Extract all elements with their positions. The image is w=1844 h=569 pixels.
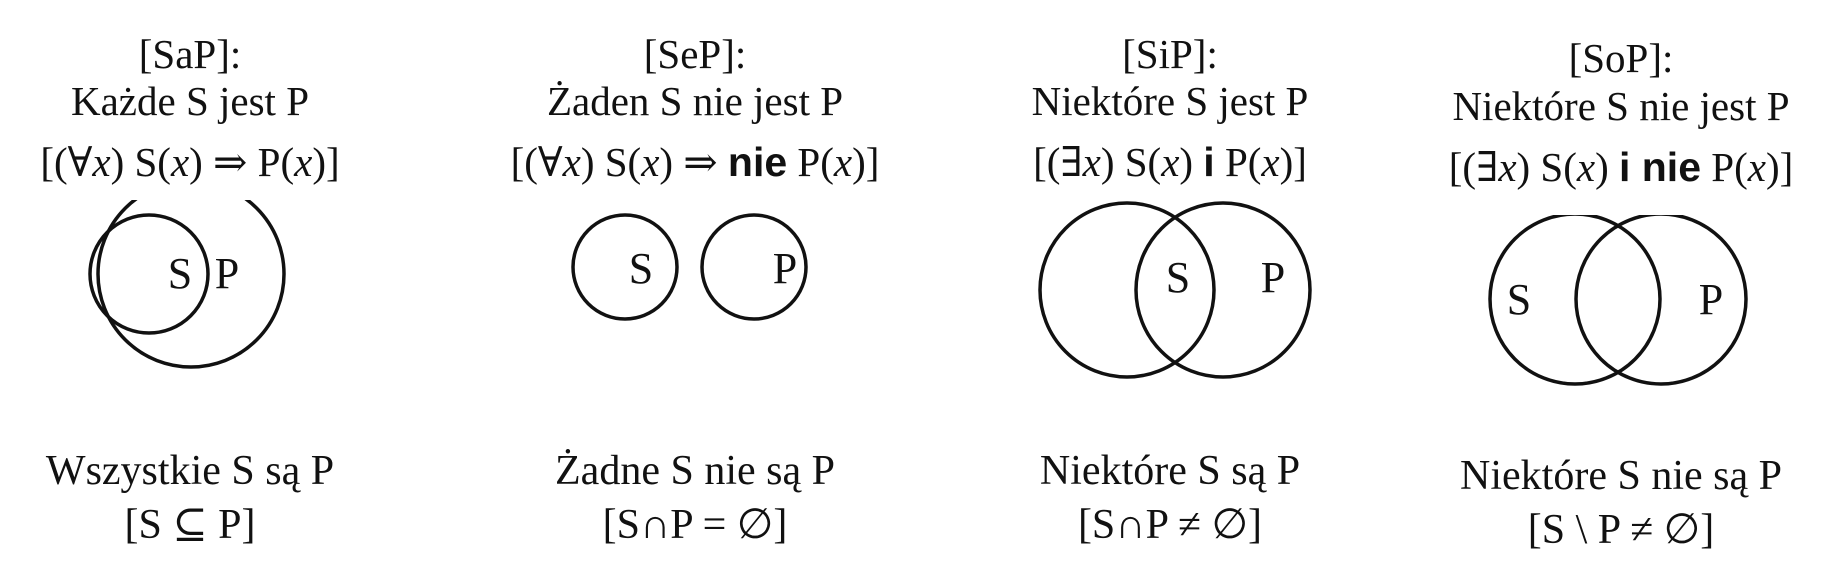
- quantifier-symbol: ∀: [67, 139, 93, 185]
- set-expression: [S \ P ≠ ∅]: [1527, 507, 1715, 553]
- formula-variable: x: [1747, 144, 1766, 190]
- proposition-code: [SeP]:: [643, 31, 747, 77]
- formula-open: [(: [1033, 139, 1061, 185]
- circle-s: [571, 213, 679, 321]
- formula-part: ) ⇒: [659, 139, 728, 185]
- formula-open: [(: [1448, 144, 1477, 190]
- caption: Niektóre S nie są P: [1460, 453, 1782, 499]
- circle-s: [1488, 215, 1662, 386]
- formula-variable: x: [1161, 139, 1180, 185]
- panel-sip: [SiP]: Niektóre S jest P [(∃x) S(x) i P(…: [940, 0, 1400, 569]
- quantifier-symbol: ∀: [537, 139, 563, 185]
- set-expression: [S∩P ≠ ∅]: [1077, 502, 1263, 548]
- proposition-sentence: Niektóre S jest P: [1031, 78, 1309, 124]
- set-expression: [S∩P = ∅]: [602, 502, 788, 548]
- label-p: P: [773, 244, 797, 293]
- logic-formula: [(∀x) S(x) ⇒ P(x)]: [0, 138, 420, 186]
- formula-part: P(: [787, 139, 834, 185]
- circle-p: [1134, 201, 1312, 379]
- formula-part: ) S(: [1516, 144, 1577, 190]
- formula-variable: x: [562, 139, 581, 185]
- logic-formula: [(∃x) S(x) i nie P(x)]: [1398, 143, 1844, 191]
- proposition-code: [SoP]:: [1568, 35, 1674, 81]
- euler-diagram-sop: S P: [1488, 215, 1748, 386]
- formula-connective: nie: [727, 139, 788, 185]
- formula-part: P(: [257, 139, 295, 185]
- label-s: S: [1166, 253, 1190, 302]
- circle-s: [88, 213, 210, 335]
- caption: Żadne S nie są P: [555, 448, 835, 494]
- circle-p: [1574, 215, 1748, 386]
- formula-open: [(: [40, 139, 68, 185]
- euler-diagram-sap: S P: [88, 200, 286, 369]
- proposition-code: [SaP]:: [138, 31, 242, 77]
- formula-close: )]: [312, 139, 340, 185]
- proposition-sentence: Każde S jest P: [71, 78, 309, 124]
- panel-sap: [SaP]: Każde S jest P [(∀x) S(x) ⇒ P(x)]…: [0, 0, 420, 569]
- formula-close: )]: [852, 139, 880, 185]
- caption: Wszystkie S są P: [45, 448, 335, 494]
- panel-sop: [SoP]: Niektóre S nie jest P [(∃x) S(x) …: [1398, 0, 1844, 569]
- formula-variable: x: [833, 139, 853, 185]
- formula-part: ): [1595, 144, 1619, 190]
- formula-variable: x: [294, 139, 313, 185]
- formula-connective: i nie: [1618, 144, 1702, 190]
- formula-variable: x: [1261, 139, 1280, 185]
- formula-variable: x: [641, 139, 660, 185]
- formula-part: ) S(: [110, 139, 171, 185]
- formula-part: P(: [1214, 139, 1262, 185]
- circle-p: [700, 213, 808, 321]
- label-p: P: [1261, 253, 1285, 302]
- formula-part: ) S(: [1100, 139, 1162, 185]
- formula-connective: i: [1203, 139, 1215, 185]
- formula-variable: x: [1576, 144, 1596, 190]
- set-expression: [S ⊆ P]: [124, 502, 256, 548]
- label-s: S: [1507, 275, 1531, 324]
- formula-close: )]: [1765, 144, 1794, 190]
- formula-variable: x: [170, 139, 190, 185]
- panel-sep: [SeP]: Żaden S nie jest P [(∀x) S(x) ⇒ n…: [465, 0, 925, 569]
- formula-variable: x: [1082, 139, 1101, 185]
- formula-close: )]: [1279, 139, 1307, 185]
- circle-p: [96, 200, 286, 369]
- logic-formula: [(∀x) S(x) ⇒ nie P(x)]: [465, 138, 925, 186]
- proposition-sentence: Żaden S nie jest P: [546, 78, 844, 124]
- quantifier-symbol: ∃: [1060, 139, 1083, 185]
- formula-part: ) S(: [580, 139, 642, 185]
- formula-part: P(: [1701, 144, 1748, 190]
- label-s: S: [168, 249, 192, 298]
- formula-variable: x: [92, 139, 111, 185]
- label-s: S: [629, 244, 653, 293]
- euler-diagram-sip: S P: [1038, 201, 1312, 379]
- euler-diagram-sep: S P: [571, 213, 808, 321]
- quantifier-symbol: ∃: [1476, 144, 1499, 190]
- proposition-sentence: Niektóre S nie jest P: [1452, 83, 1790, 129]
- proposition-code: [SiP]:: [1122, 31, 1218, 77]
- formula-open: [(: [510, 139, 538, 185]
- formula-part: ): [1179, 139, 1204, 185]
- caption: Niektóre S są P: [1039, 448, 1301, 494]
- circle-s: [1038, 201, 1216, 379]
- label-p: P: [1699, 275, 1723, 324]
- label-p: P: [215, 249, 239, 298]
- logic-formula: [(∃x) S(x) i P(x)]: [940, 138, 1400, 186]
- formula-variable: x: [1498, 144, 1517, 190]
- formula-part: ) ⇒: [189, 139, 258, 185]
